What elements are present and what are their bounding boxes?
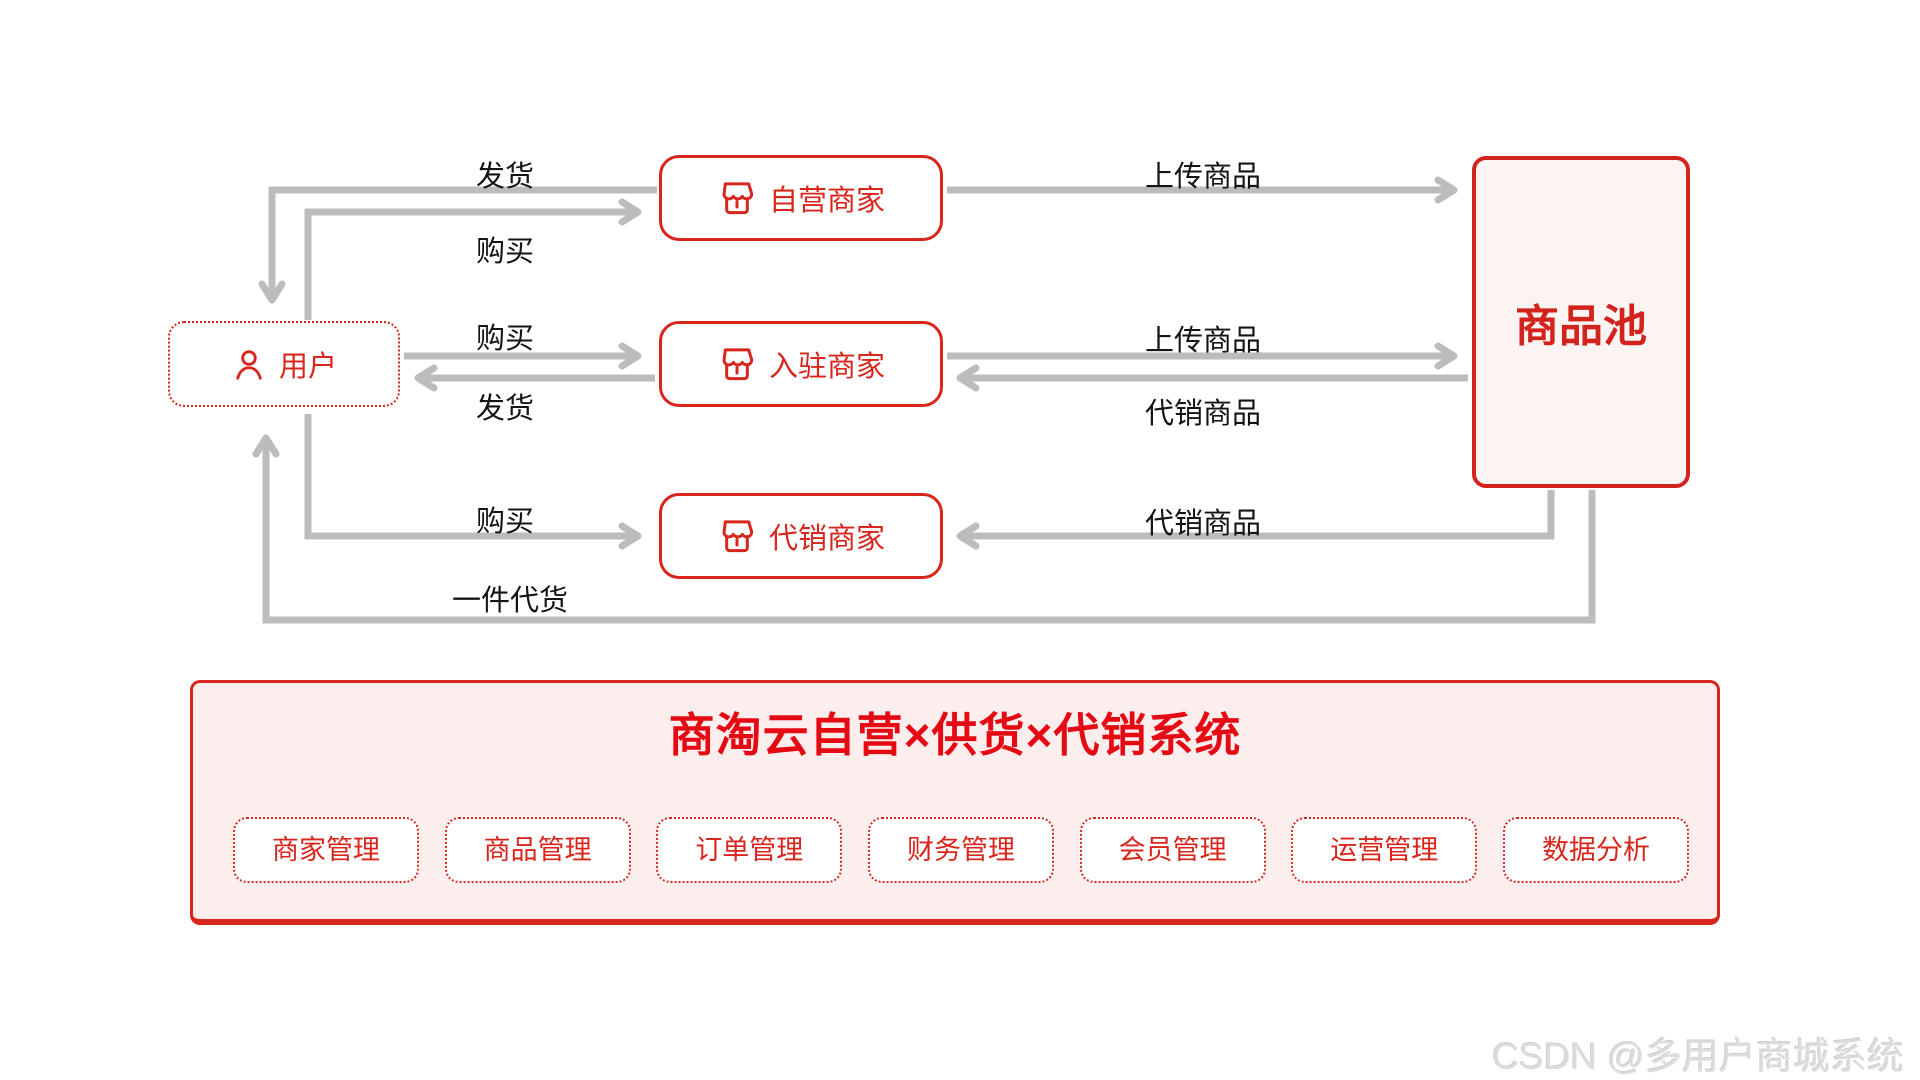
edge-label-buy-top: 购买 bbox=[475, 236, 534, 268]
node-product-pool: 商品池 bbox=[1472, 156, 1690, 488]
store-icon bbox=[722, 520, 754, 553]
system-panel: 商淘云自营×供货×代销系统 商家管理 商品管理 订单管理 财务管理 会员管理 运… bbox=[190, 680, 1720, 925]
module-operation-management: 运营管理 bbox=[1291, 817, 1478, 883]
node-self-merchant: 自营商家 bbox=[659, 155, 943, 241]
person-icon bbox=[236, 350, 262, 380]
module-member-management: 会员管理 bbox=[1079, 817, 1266, 883]
node-consign-merchant: 代销商家 bbox=[659, 493, 943, 579]
node-settled-merchant-label: 入驻商家 bbox=[768, 351, 885, 383]
edge-buy-user-to-self bbox=[304, 198, 642, 320]
node-self-merchant-label: 自营商家 bbox=[768, 185, 885, 217]
edge-label-upload-mid: 上传商品 bbox=[1144, 325, 1261, 357]
edge-label-buy-bottom: 购买 bbox=[475, 506, 534, 538]
node-user-label: 用户 bbox=[278, 351, 337, 383]
node-product-pool-label: 商品池 bbox=[1515, 302, 1647, 351]
module-data-analysis: 数据分析 bbox=[1502, 817, 1689, 883]
module-finance-management: 财务管理 bbox=[867, 817, 1054, 883]
module-order-management: 订单管理 bbox=[656, 817, 843, 883]
node-user: 用户 bbox=[168, 321, 400, 407]
store-icon bbox=[722, 348, 754, 381]
edge-dropship-pool-to-user bbox=[252, 434, 1596, 624]
edge-label-ship-mid: 发货 bbox=[475, 393, 534, 425]
system-panel-title: 商淘云自营×供货×代销系统 bbox=[668, 709, 1242, 761]
edge-buy-user-to-consign bbox=[304, 414, 642, 550]
edge-label-ship-top: 发货 bbox=[475, 161, 534, 193]
edge-label-upload-top: 上传商品 bbox=[1144, 161, 1261, 193]
edge-consign-pool-to-consign bbox=[956, 490, 1555, 550]
module-product-management: 商品管理 bbox=[444, 817, 631, 883]
edge-label-consign-mid: 代销商品 bbox=[1144, 398, 1261, 430]
watermark: CSDN @多用户商城系统 bbox=[1492, 1036, 1904, 1077]
store-icon bbox=[722, 182, 754, 215]
node-settled-merchant: 入驻商家 bbox=[659, 321, 943, 407]
edge-label-buy-mid: 购买 bbox=[475, 323, 534, 355]
edge-label-consign-bottom: 代销商品 bbox=[1144, 508, 1261, 540]
edge-label-dropship: 一件代货 bbox=[451, 585, 568, 617]
module-row: 商家管理 商品管理 订单管理 财务管理 会员管理 运营管理 数据分析 bbox=[233, 817, 1689, 883]
node-consign-merchant-label: 代销商家 bbox=[768, 523, 885, 555]
edge-ship-self-to-user bbox=[258, 186, 657, 304]
module-merchant-management: 商家管理 bbox=[233, 817, 419, 883]
